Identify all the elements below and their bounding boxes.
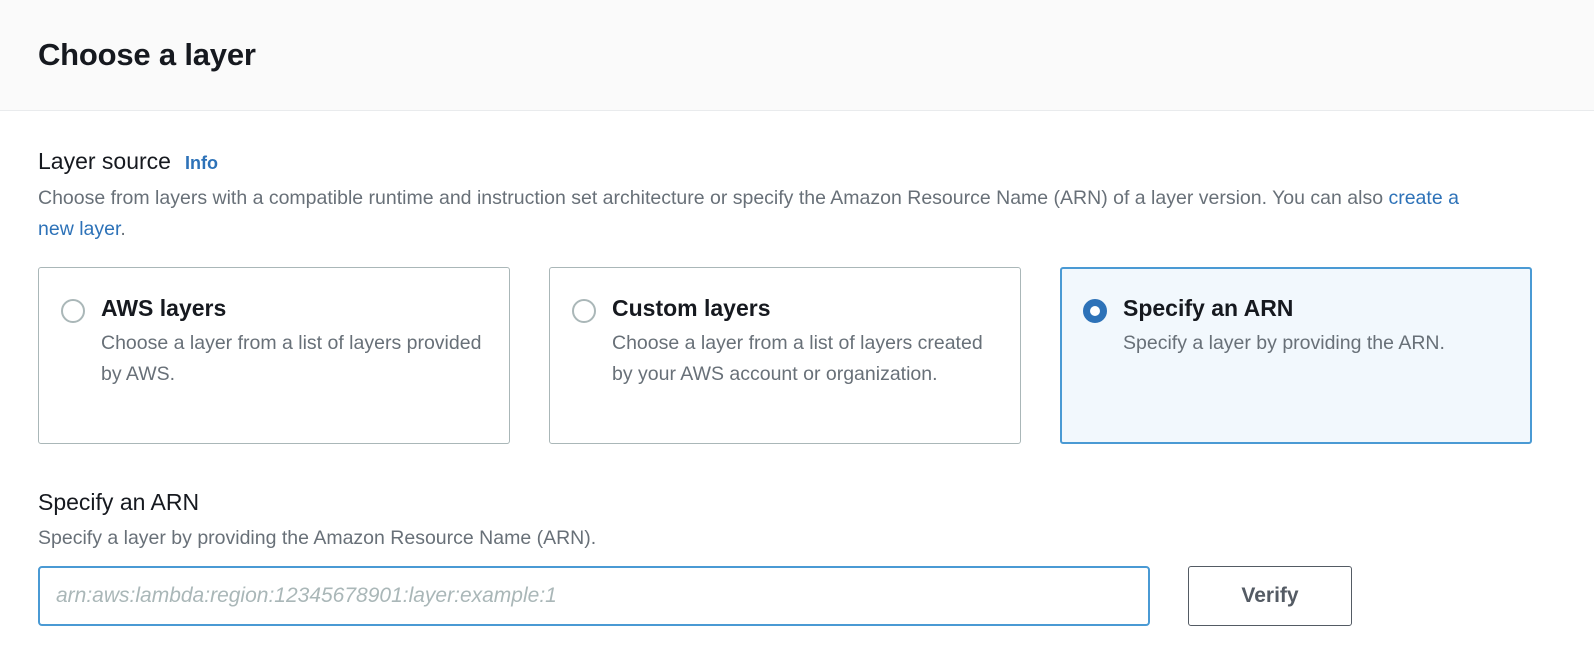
radio-icon-custom-layers[interactable] [572,298,596,323]
arn-input[interactable] [38,565,1150,626]
arn-field-row: Verify [38,565,1556,626]
radio-icon-aws-layers[interactable] [61,298,85,323]
radio-card-aws-layers-text: AWS layers Choose a layer from a list of… [101,294,485,390]
radio-card-aws-layers-description: Choose a layer from a list of layers pro… [101,331,482,385]
dialog-body: Layer source Info Choose from layers wit… [0,111,1594,666]
create-a-new-layer-link[interactable]: create a new layer [38,186,1459,241]
radio-icon-specify-an-arn[interactable] [1083,298,1107,323]
layer-source-description-period: . [120,218,126,241]
specify-arn-label: Specify an ARN [38,488,200,515]
radio-card-aws-layers[interactable]: AWS layers Choose a layer from a list of… [38,266,510,444]
radio-card-specify-an-arn-description: Specify a layer by providing the ARN. [1123,331,1445,354]
dialog-header: Choose a layer [0,0,1594,111]
radio-card-custom-layers-description: Choose a layer from a list of layers cre… [612,331,983,385]
radio-card-aws-layers-title: AWS layers [101,294,227,321]
radio-card-custom-layers-title: Custom layers [612,294,771,321]
page-title: Choose a layer [38,37,256,73]
radio-card-custom-layers[interactable]: Custom layers Choose a layer from a list… [549,266,1021,444]
radio-card-specify-an-arn-text: Specify an ARN Specify a layer by provid… [1123,294,1445,359]
layer-source-description: Choose from layers with a compatible run… [38,183,1478,246]
layer-source-label: Layer source [38,148,171,174]
verify-button[interactable]: Verify [1188,565,1352,626]
radio-card-specify-an-arn-title: Specify an ARN [1123,294,1294,321]
layer-source-options: AWS layers Choose a layer from a list of… [38,266,1556,444]
layer-source-heading: Layer source Info [38,147,1556,176]
specify-arn-description: Specify a layer by providing the Amazon … [38,526,597,549]
layer-source-description-text: Choose from layers with a compatible run… [38,186,1389,209]
radio-card-custom-layers-text: Custom layers Choose a layer from a list… [612,294,996,390]
info-link[interactable]: Info [184,153,218,173]
radio-card-specify-an-arn[interactable]: Specify an ARN Specify a layer by provid… [1060,266,1532,444]
